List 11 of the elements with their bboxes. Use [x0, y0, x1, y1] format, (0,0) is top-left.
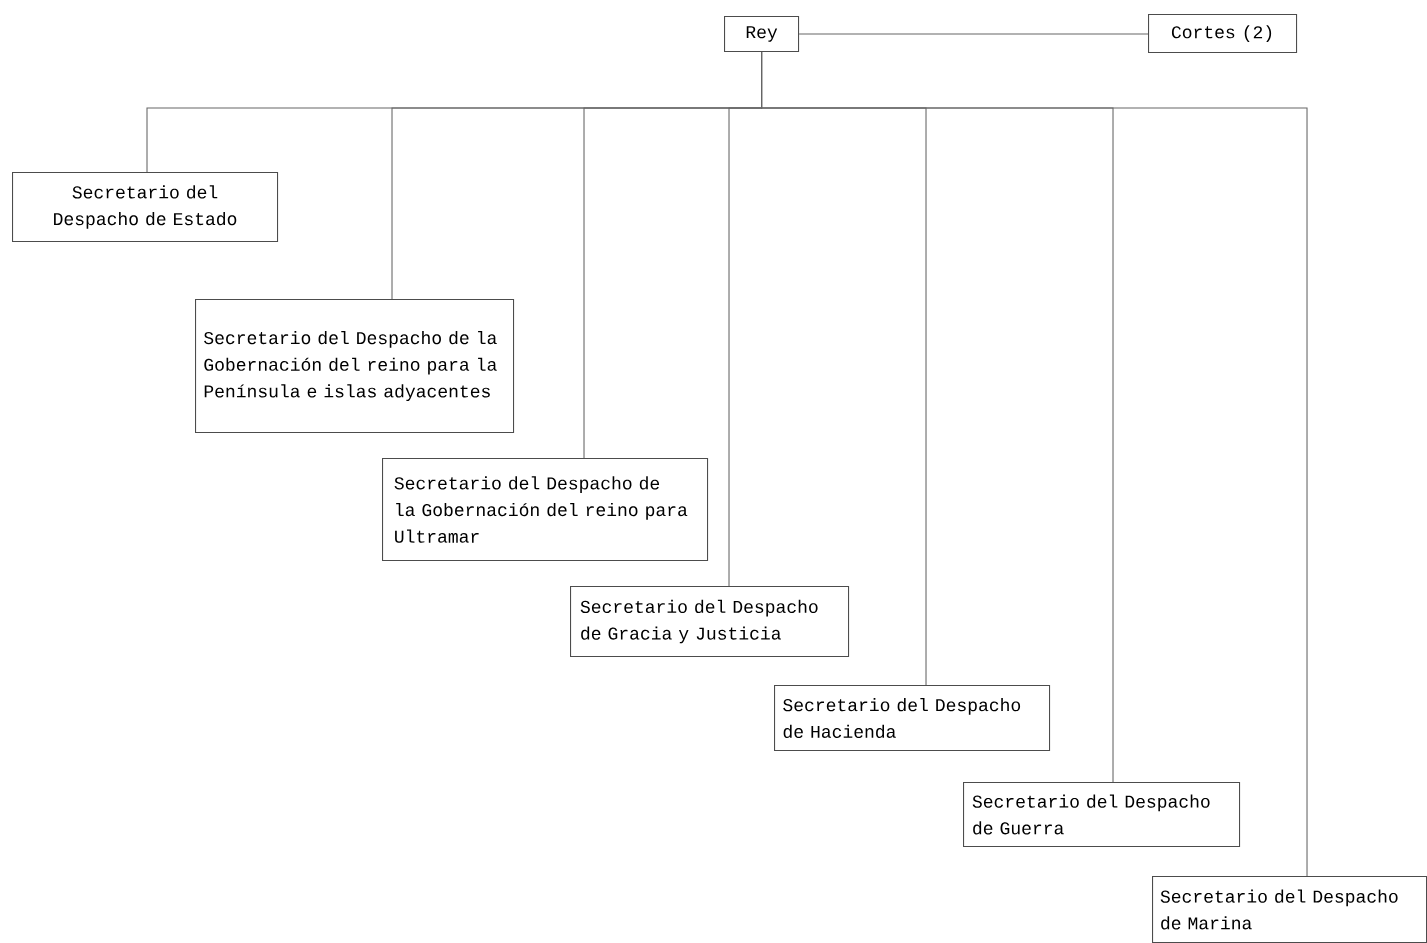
- office-box: Secretario del Despacho de la Gobernación del reino para la Península e islas adyacentes: [195, 299, 515, 434]
- office-box: Secretario del Despacho de la Gobernación del reino para Ultramar: [382, 458, 709, 562]
- office-box: Secretario del Despacho de Hacienda: [774, 685, 1051, 752]
- office-box: Rey: [724, 16, 800, 53]
- connector-line: [798, 33, 1149, 35]
- office-box: Secretario del Despacho de Gracia y Justicia: [570, 586, 850, 658]
- office-box: Secretario del Despacho de Estado: [12, 172, 279, 243]
- office-box: Secretario del Despacho de Guerra: [963, 782, 1241, 848]
- office-box: Cortes (2): [1148, 14, 1298, 54]
- connector-line: [761, 51, 1308, 877]
- office-box: Secretario del Despacho de Marina: [1152, 876, 1427, 943]
